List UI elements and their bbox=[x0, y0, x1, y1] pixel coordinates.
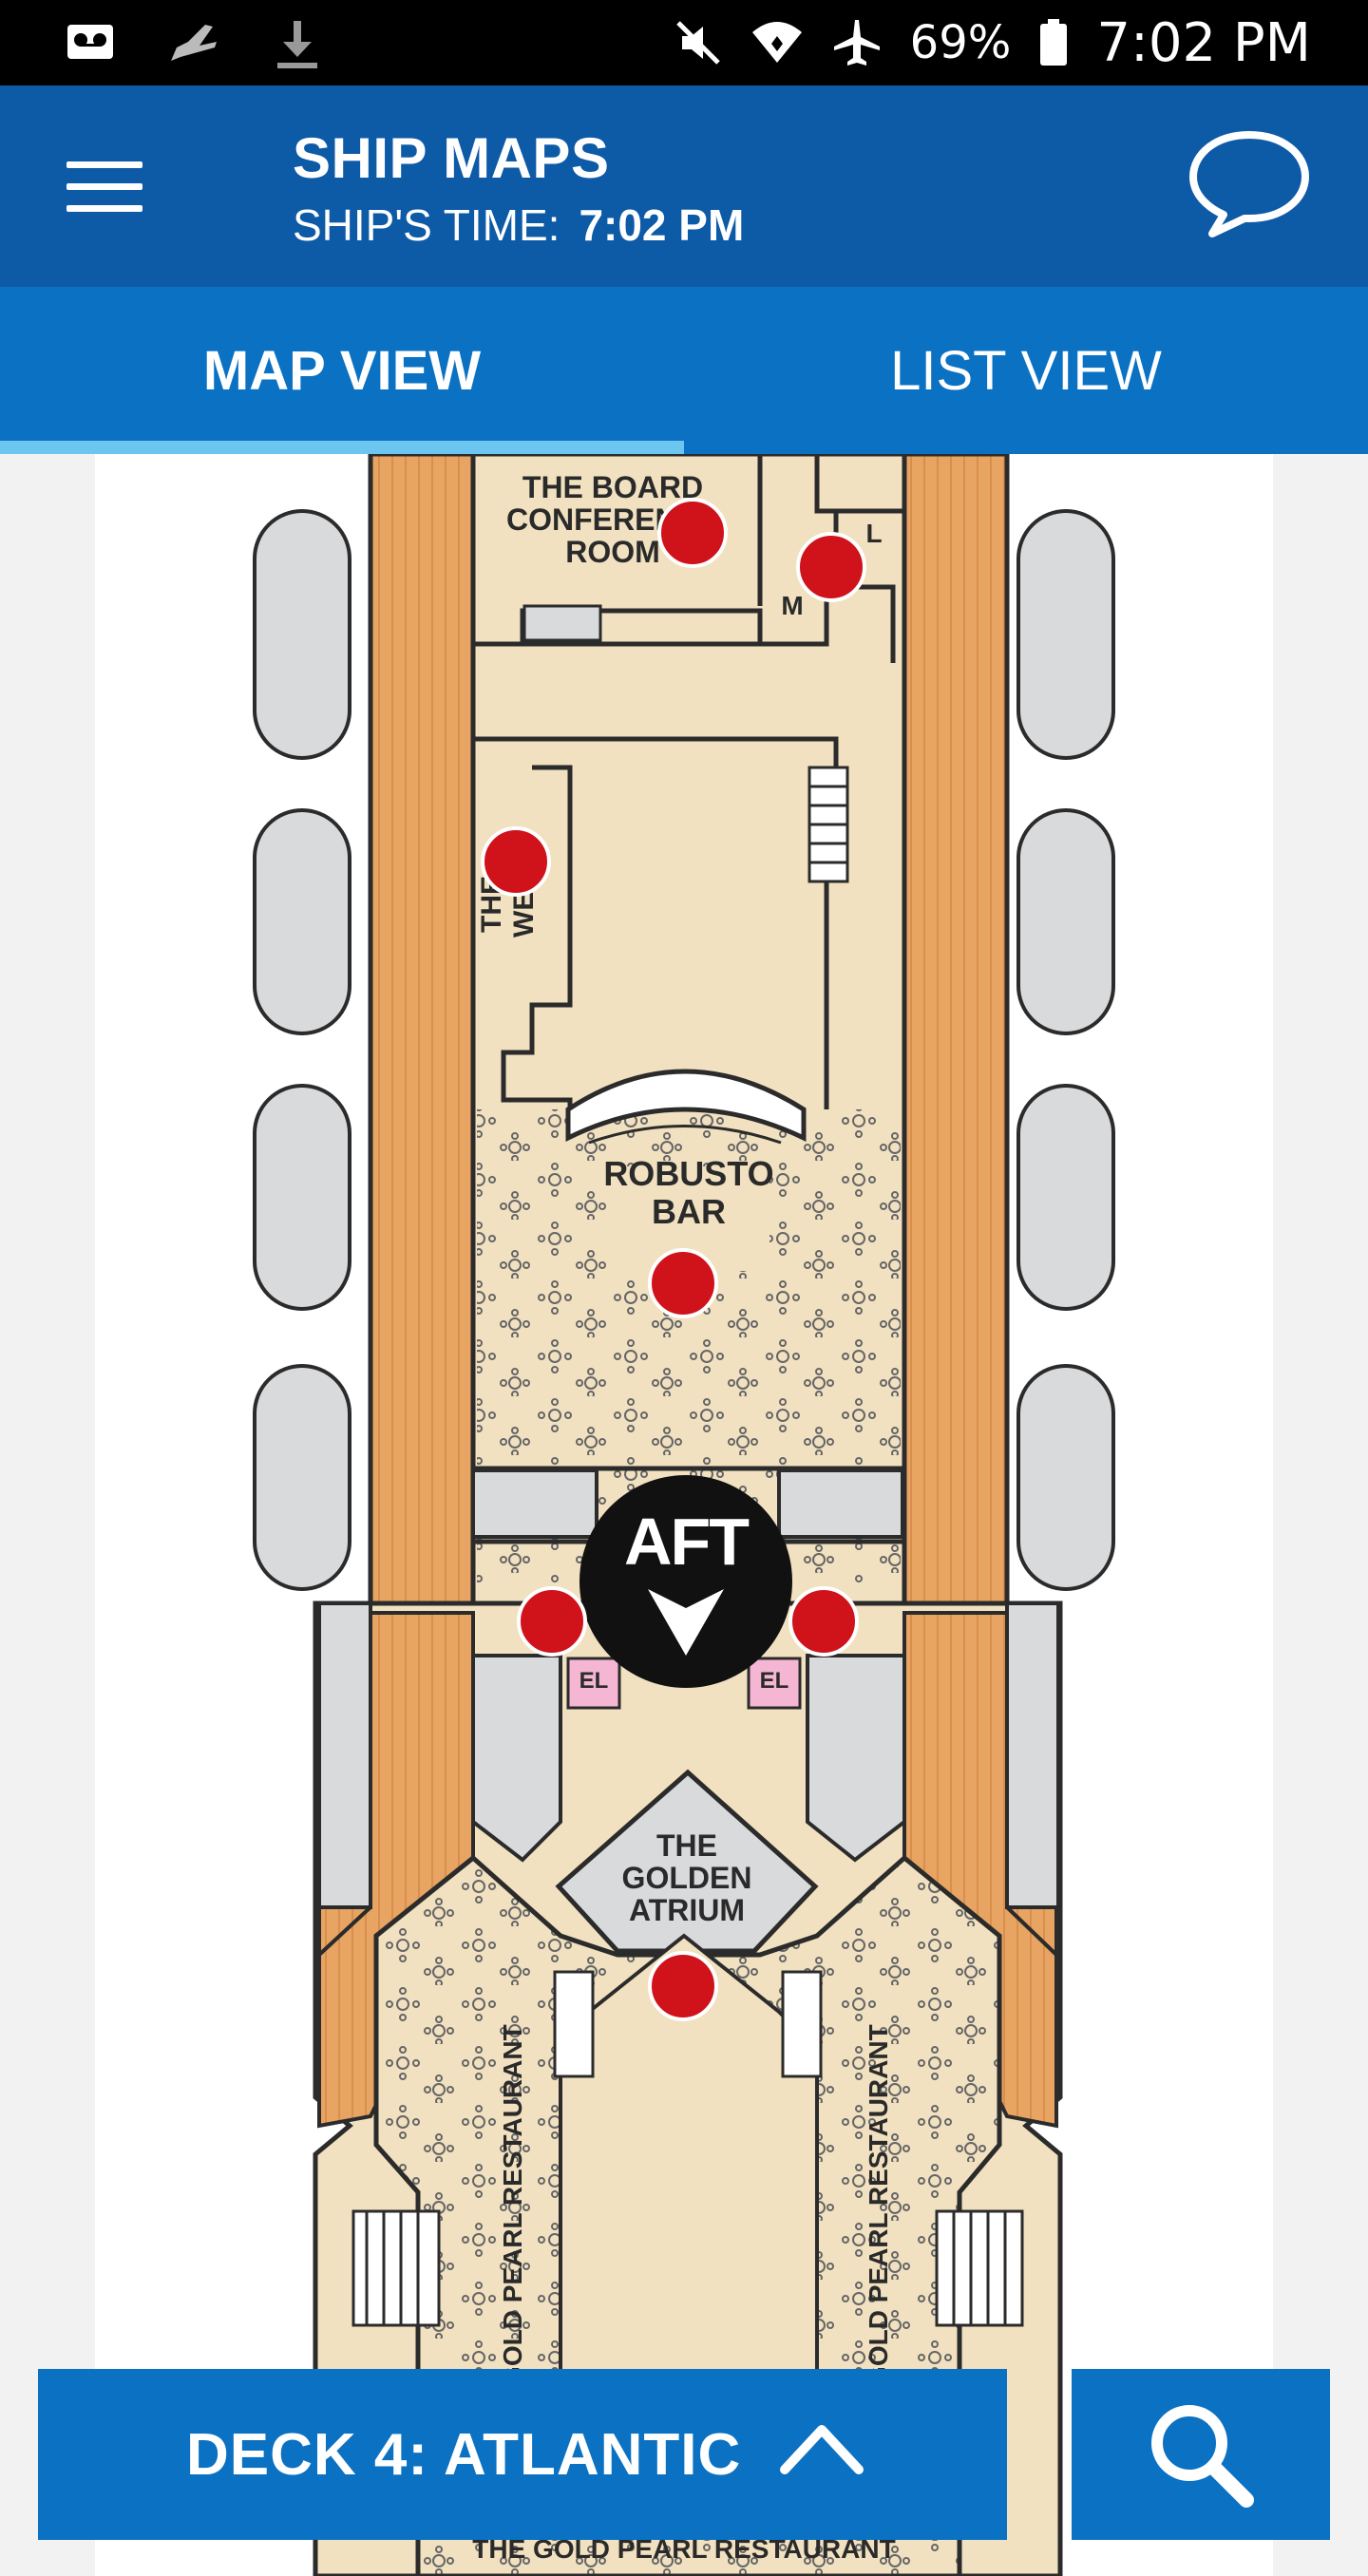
chevron-up-icon bbox=[780, 2425, 864, 2474]
location-marker[interactable] bbox=[657, 498, 728, 568]
deck-plan-drawing bbox=[253, 454, 1115, 2576]
tab-list-view[interactable]: LIST VIEW bbox=[890, 339, 1162, 402]
label-golden-atrium: THE GOLDEN ATRIUM bbox=[621, 1828, 752, 1927]
airplane-takeoff-icon bbox=[171, 25, 217, 61]
location-marker[interactable] bbox=[796, 532, 866, 602]
location-marker[interactable] bbox=[788, 1586, 859, 1657]
hamburger-menu-icon[interactable] bbox=[66, 161, 142, 218]
arrow-down-icon bbox=[648, 1589, 724, 1656]
aft-direction-marker: AFT bbox=[580, 1475, 792, 1688]
airplane-mode-icon bbox=[833, 20, 880, 66]
location-marker[interactable] bbox=[648, 1248, 718, 1318]
tab-map-view[interactable]: MAP VIEW bbox=[202, 339, 482, 402]
app-header: SHIP MAPS SHIP'S TIME: 7:02 PM bbox=[0, 85, 1368, 287]
download-icon bbox=[277, 21, 317, 68]
page-title: SHIP MAPS bbox=[293, 126, 610, 190]
search-icon bbox=[1151, 2405, 1254, 2508]
chat-bubble-icon[interactable] bbox=[1188, 127, 1311, 239]
label-robusto-bar: ROBUSTO BAR bbox=[603, 1154, 774, 1231]
location-marker[interactable] bbox=[648, 1951, 718, 2021]
label-el-right: EL bbox=[759, 1668, 789, 1694]
battery-icon bbox=[1040, 19, 1068, 66]
label-aft: AFT bbox=[623, 1505, 750, 1579]
label-m-room: M bbox=[781, 591, 804, 620]
location-marker[interactable] bbox=[517, 1586, 587, 1657]
active-tab-indicator bbox=[0, 441, 684, 454]
voicemail-icon bbox=[67, 25, 113, 59]
deck-selector-label: DECK 4: ATLANTIC bbox=[186, 2421, 742, 2488]
wifi-icon bbox=[751, 22, 802, 63]
search-button[interactable] bbox=[1072, 2369, 1330, 2540]
view-tabs: MAP VIEW LIST VIEW bbox=[0, 287, 1368, 454]
location-marker[interactable] bbox=[481, 826, 551, 897]
label-el-left: EL bbox=[579, 1668, 609, 1694]
status-clock: 7:02 PM bbox=[1096, 11, 1311, 74]
battery-percent: 69% bbox=[909, 16, 1012, 69]
deck-map[interactable]: THE BOARD CONFERENCE ROOM ROBUSTO BAR TH… bbox=[0, 454, 1368, 2576]
label-l-room: L bbox=[865, 519, 883, 548]
ship-time: SHIP'S TIME: 7:02 PM bbox=[293, 199, 744, 251]
deck-selector-button[interactable]: DECK 4: ATLANTIC bbox=[38, 2369, 1007, 2540]
mute-icon bbox=[675, 21, 720, 65]
ship-time-label: SHIP'S TIME: bbox=[293, 200, 560, 250]
status-bar: 69% 7:02 PM bbox=[0, 0, 1368, 85]
ship-time-value: 7:02 PM bbox=[579, 200, 745, 250]
